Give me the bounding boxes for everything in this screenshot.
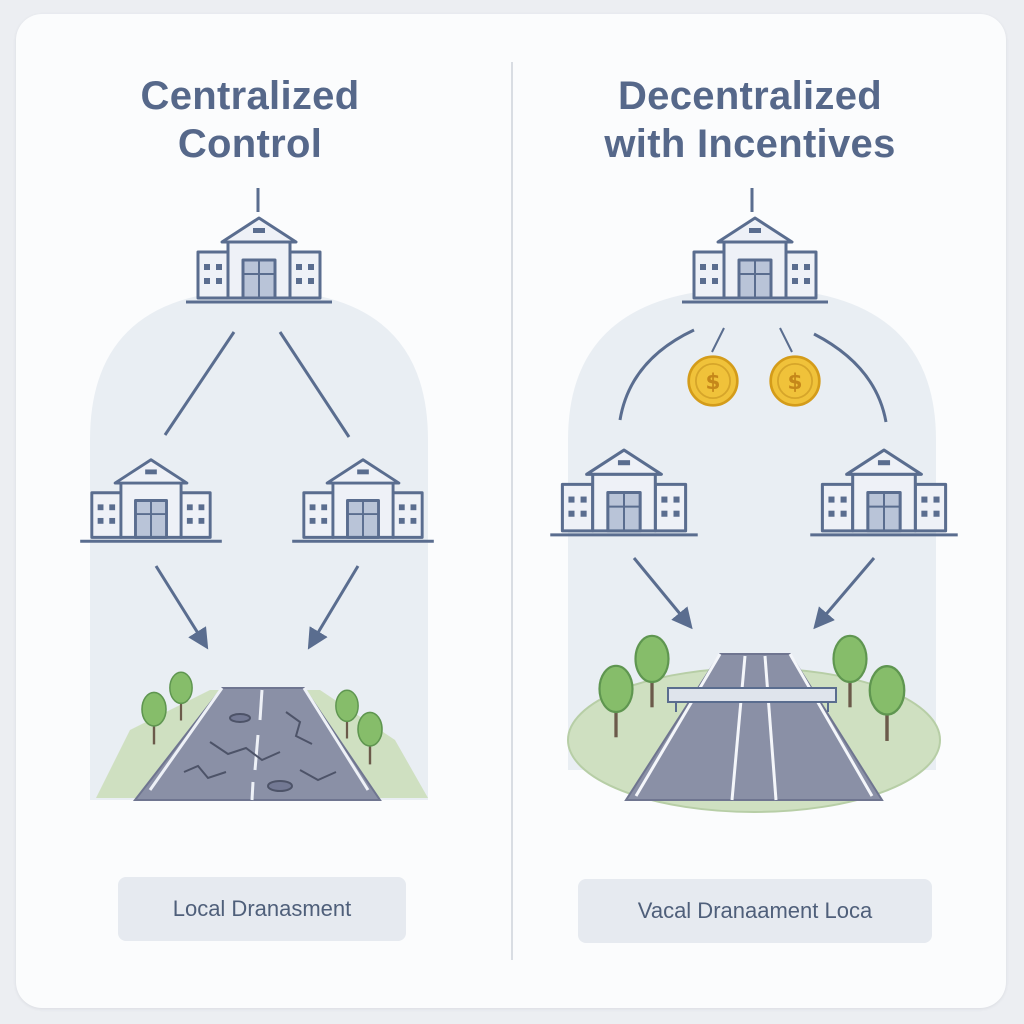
- dollar-coin-icon: [687, 355, 739, 407]
- centralized-title: Centralized Control: [60, 72, 440, 168]
- coin-link-line: [711, 327, 725, 353]
- dollar-coin-icon: [769, 355, 821, 407]
- centralized-title-line2: Control: [177, 122, 323, 166]
- decentralized-title: Decentralized with Incentives: [540, 72, 960, 168]
- road-markings: [634, 653, 874, 801]
- decentralized-scene: [548, 188, 960, 813]
- panel-divider: [511, 62, 513, 960]
- control-arrow-line: [163, 331, 236, 436]
- incentive-arc: [813, 332, 888, 423]
- road-cracks: [183, 711, 337, 792]
- coin-link-line: [779, 327, 793, 353]
- arrow-icon: [154, 565, 209, 650]
- arrow-icon: [813, 557, 876, 630]
- overpass-bridge: [667, 687, 837, 703]
- centralized-scene: [78, 188, 436, 801]
- arrow-icon: [307, 565, 360, 650]
- decentralized-caption: Vacal Dranaament Loca: [578, 879, 932, 943]
- central-building-icon: [680, 216, 830, 304]
- centralized-background-arch: [90, 290, 428, 800]
- decentralized-title-line2: with Incentives: [604, 122, 896, 166]
- arrow-icon: [632, 557, 693, 630]
- central-building-icon: [184, 216, 334, 304]
- control-arrow-line: [278, 331, 351, 438]
- centralized-caption: Local Dranasment: [118, 877, 406, 941]
- decentralized-title-line1: Decentralized: [618, 74, 882, 118]
- incentive-arc: [618, 328, 695, 421]
- centralized-title-line1: Centralized: [140, 74, 360, 118]
- road-markings: [148, 687, 370, 801]
